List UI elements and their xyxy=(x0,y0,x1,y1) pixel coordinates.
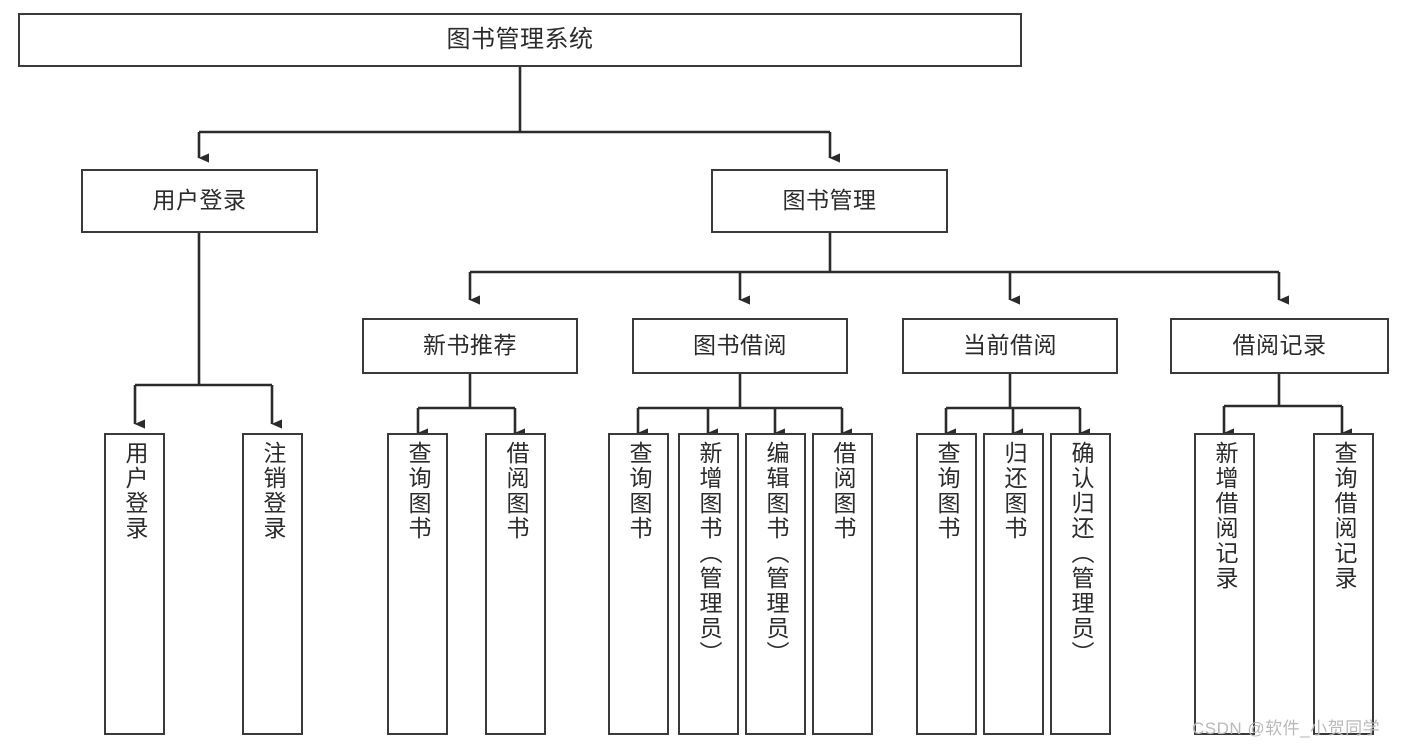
leaf-current-borrow-query[interactable]: 查询图书 xyxy=(916,433,977,735)
leaf-user-login-login[interactable]: 用户登录 xyxy=(104,433,165,735)
node-label: 新增图书（管理员） xyxy=(696,441,722,666)
node-label: 借阅图书 xyxy=(830,441,856,541)
node-label: 查询图书 xyxy=(626,441,652,541)
edge-group-book-borrow xyxy=(636,374,852,438)
node-book-borrow[interactable]: 图书借阅 xyxy=(632,318,848,374)
leaf-book-borrow-edit[interactable]: 编辑图书（管理员） xyxy=(745,433,806,735)
leaf-borrow-record-query[interactable]: 查询借阅记录 xyxy=(1313,433,1374,735)
node-label: 确认归还（管理员） xyxy=(1068,441,1094,666)
node-book-management[interactable]: 图书管理 xyxy=(711,169,948,233)
node-label: 新书推荐 xyxy=(423,332,517,359)
edge-group-new-book xyxy=(416,374,525,438)
node-label: 查询图书 xyxy=(934,441,960,541)
node-label: 图书借阅 xyxy=(693,332,787,359)
node-current-borrow[interactable]: 当前借阅 xyxy=(902,318,1118,374)
leaf-current-borrow-return[interactable]: 归还图书 xyxy=(983,433,1044,735)
node-label: 查询借阅记录 xyxy=(1331,441,1357,591)
node-root-system[interactable]: 图书管理系统 xyxy=(18,13,1022,67)
node-label: 当前借阅 xyxy=(963,332,1057,359)
leaf-book-borrow-add[interactable]: 新增图书（管理员） xyxy=(678,433,739,735)
node-label: 新增借阅记录 xyxy=(1212,441,1238,591)
leaf-new-book-borrow[interactable]: 借阅图书 xyxy=(485,433,546,735)
node-label: 用户登录 xyxy=(122,441,148,541)
edge-group-root xyxy=(197,67,840,163)
node-label: 图书管理 xyxy=(782,187,877,214)
leaf-user-login-logout[interactable]: 注销登录 xyxy=(242,433,303,735)
watermark: CSDN @软件_小贺同学 xyxy=(1192,719,1381,738)
node-label: 借阅记录 xyxy=(1232,332,1327,359)
edge-group-book-manage xyxy=(468,233,1289,305)
node-borrow-record[interactable]: 借阅记录 xyxy=(1170,318,1389,374)
node-user-login[interactable]: 用户登录 xyxy=(81,169,318,233)
edge-group-user-login xyxy=(133,233,282,429)
node-label: 图书管理系统 xyxy=(446,25,594,53)
node-new-book-recommend[interactable]: 新书推荐 xyxy=(362,318,578,374)
leaf-borrow-record-add[interactable]: 新增借阅记录 xyxy=(1194,433,1255,735)
edge-group-current-borrow xyxy=(944,374,1090,438)
node-label: 借阅图书 xyxy=(503,441,529,541)
node-label: 归还图书 xyxy=(1001,441,1027,541)
node-label: 注销登录 xyxy=(260,441,286,541)
node-label: 用户登录 xyxy=(152,187,247,214)
leaf-book-borrow-query[interactable]: 查询图书 xyxy=(608,433,669,735)
leaf-current-borrow-confirm[interactable]: 确认归还（管理员） xyxy=(1050,433,1111,735)
leaf-book-borrow-borrow[interactable]: 借阅图书 xyxy=(812,433,873,735)
node-label: 编辑图书（管理员） xyxy=(763,441,789,666)
leaf-new-book-query[interactable]: 查询图书 xyxy=(387,433,448,735)
node-label: 查询图书 xyxy=(405,441,431,541)
edge-group-borrow-record xyxy=(1222,374,1352,438)
